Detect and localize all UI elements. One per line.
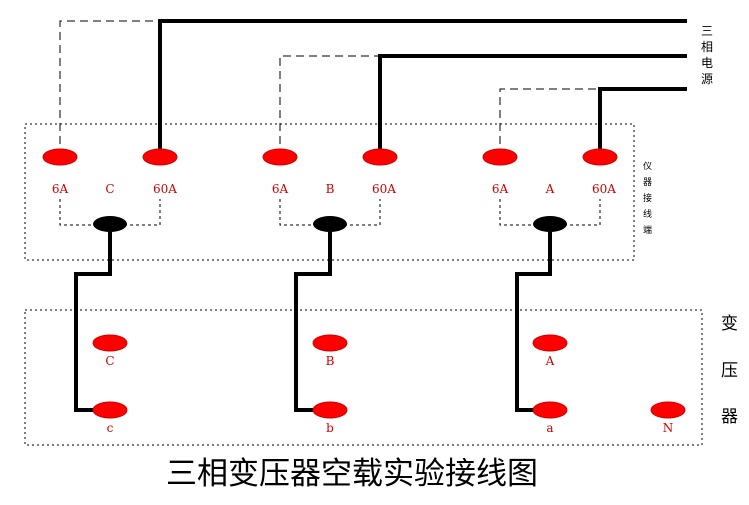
- instrument-group-a: 6A A 60A: [482, 148, 618, 232]
- label-6a-b: 6A: [272, 182, 289, 196]
- transformer-label-lower-a: a: [546, 421, 553, 435]
- transformer-label-upper-c: C: [105, 354, 114, 368]
- label-phase-b: B: [326, 182, 335, 196]
- transformer-terminal-upper-b[interactable]: [312, 334, 348, 352]
- wire-common-a-to-a: [515, 232, 552, 412]
- power-line-b: [378, 54, 687, 157]
- terminal-60a-a[interactable]: [582, 148, 618, 166]
- common-terminal-c[interactable]: [93, 216, 127, 232]
- diagram-title: 三相变压器空载实验接线图: [166, 456, 538, 492]
- transformer-label-lower-n: N: [663, 421, 674, 435]
- terminal-60a-b[interactable]: [362, 148, 398, 166]
- instrument-label-3: 接: [643, 192, 652, 204]
- transformer-label-upper-b: B: [326, 354, 335, 368]
- transformer-label-1: 变: [721, 314, 738, 334]
- wire-common-b-to-b: [294, 232, 332, 412]
- bridge-dashed-c: [59, 199, 161, 226]
- transformer-box: [24, 309, 703, 446]
- terminal-60a-c[interactable]: [142, 148, 178, 166]
- terminal-6a-c[interactable]: [42, 148, 78, 166]
- instrument-group-b: 6A B 60A: [262, 148, 398, 232]
- label-60a-c: 60A: [153, 182, 177, 196]
- transformer-terminal-lower-c[interactable]: [92, 401, 128, 419]
- instrument-terminal-box: [24, 123, 635, 261]
- terminal-6a-b[interactable]: [262, 148, 298, 166]
- instrument-label-2: 器: [643, 177, 652, 188]
- transformer-terminal-upper-c[interactable]: [92, 334, 128, 352]
- label-6a-a: 6A: [492, 182, 509, 196]
- dashed-feed-a: [499, 88, 600, 157]
- power-source-label-4: 源: [701, 72, 713, 86]
- common-terminal-a[interactable]: [533, 216, 567, 232]
- transformer-label-3: 器: [721, 407, 738, 427]
- transformer-label-lower-b: b: [326, 421, 334, 435]
- power-source-label-1: 三: [701, 24, 713, 38]
- power-source-label-2: 相: [701, 40, 713, 54]
- transformer-label-upper-a: A: [545, 354, 555, 368]
- instrument-label-4: 线: [643, 208, 652, 220]
- instrument-label-5: 端: [643, 224, 652, 236]
- label-phase-c: C: [105, 182, 114, 196]
- instrument-label-1: 仪: [643, 161, 652, 172]
- transformer-label-lower-c: c: [107, 421, 114, 435]
- instrument-group-c: 6A C 60A: [42, 148, 178, 232]
- transformer-terminal-lower-b[interactable]: [312, 401, 348, 419]
- transformer-terminal-upper-a[interactable]: [532, 334, 568, 352]
- bridge-dashed-a: [499, 199, 601, 226]
- power-line-a: [598, 87, 687, 157]
- wire-common-c-to-c: [74, 232, 112, 412]
- transformer-terminal-lower-n[interactable]: [650, 401, 686, 419]
- transformer-label-2: 压: [721, 361, 738, 381]
- label-phase-a: A: [545, 182, 555, 196]
- dashed-feed-b: [279, 55, 380, 157]
- power-source-label-3: 电: [701, 56, 713, 70]
- bridge-dashed-b: [279, 199, 381, 226]
- label-60a-b: 60A: [372, 182, 396, 196]
- transformer-terminal-lower-a[interactable]: [532, 401, 568, 419]
- label-6a-c: 6A: [52, 182, 69, 196]
- dashed-feed-c: [59, 20, 160, 157]
- common-terminal-b[interactable]: [313, 216, 347, 232]
- terminal-6a-a[interactable]: [482, 148, 518, 166]
- label-60a-a: 60A: [592, 182, 616, 196]
